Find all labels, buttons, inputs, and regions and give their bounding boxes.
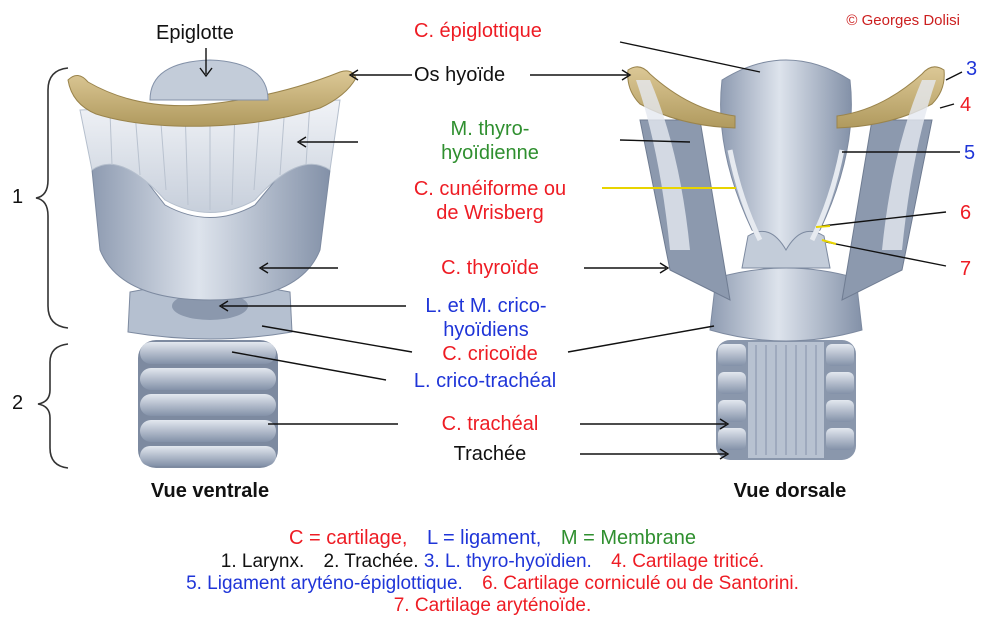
legend-7: 7. Cartilage aryténoïde. <box>0 595 985 616</box>
epiglottis-ventral <box>150 60 268 100</box>
label-c-cuneiforme-1: C. cunéiforme ou <box>360 178 620 200</box>
label-c-cuneiforme-2: de Wrisberg <box>360 202 620 224</box>
legend-3: 3. L. thyro-hyoïdien. <box>424 551 592 572</box>
label-os-hyoide: Os hyoïde <box>414 64 505 86</box>
legend-c: C = cartilage, <box>289 527 407 549</box>
label-m-thyro-2: hyoïdienne <box>390 142 590 164</box>
ventral-view <box>68 60 356 468</box>
legend-abbreviations: C = cartilage, L = ligament, M = Membran… <box>0 528 985 549</box>
copyright-text: © Georges Dolisi <box>846 10 960 32</box>
label-trachee: Trachée <box>390 443 590 465</box>
label-l-crico-tracheal: L. crico-trachéal <box>370 370 600 392</box>
bracket-label-1: 1 <box>12 186 23 208</box>
trachea-dorsal <box>716 340 856 460</box>
cricoid-lamina-dorsal <box>710 268 862 341</box>
legend-m: M = Membrane <box>561 527 696 549</box>
dorsal-view <box>628 60 945 460</box>
legend-line-3: 5. Ligament aryténo-épiglottique. 6. Car… <box>0 573 985 594</box>
legend-2: 2. Trachée. <box>324 551 419 572</box>
label-epiglotte: Epiglotte <box>156 22 234 44</box>
bracket-label-2: 2 <box>12 392 23 414</box>
label-c-tracheal: C. trachéal <box>390 413 590 435</box>
legend-1: 1. Larynx. <box>221 551 304 572</box>
view-title-ventral: Vue ventrale <box>100 480 320 502</box>
legend-4: 4. Cartilage triticé. <box>611 551 764 572</box>
label-c-thyroide: C. thyroïde <box>380 257 600 279</box>
label-l-m-crico-1: L. et M. crico- <box>386 295 586 317</box>
number-4: 4 <box>960 94 971 116</box>
legend-5: 5. Ligament aryténo-épiglottique. <box>186 573 463 594</box>
label-l-m-crico-2: hyoïdiens <box>386 319 586 341</box>
number-5: 5 <box>964 142 975 164</box>
bracket-larynx <box>36 68 68 328</box>
legend-6: 6. Cartilage corniculé ou de Santorini. <box>482 573 799 594</box>
view-title-dorsal: Vue dorsale <box>680 480 900 502</box>
number-7: 7 <box>960 258 971 280</box>
bracket-trachea <box>38 344 68 468</box>
legend-line-2: 1. Larynx. 2. Trachée. 3. L. thyro-hyoïd… <box>0 551 985 572</box>
trachea-rings-ventral <box>138 340 278 468</box>
label-c-epiglottique: C. épiglottique <box>414 20 542 42</box>
number-3: 3 <box>966 58 977 80</box>
label-c-cricoide: C. cricoïde <box>390 343 590 365</box>
number-6: 6 <box>960 202 971 224</box>
legend-l: L = ligament, <box>427 527 541 549</box>
label-m-thyro-1: M. thyro- <box>390 118 590 140</box>
epiglottis-dorsal <box>721 60 852 250</box>
